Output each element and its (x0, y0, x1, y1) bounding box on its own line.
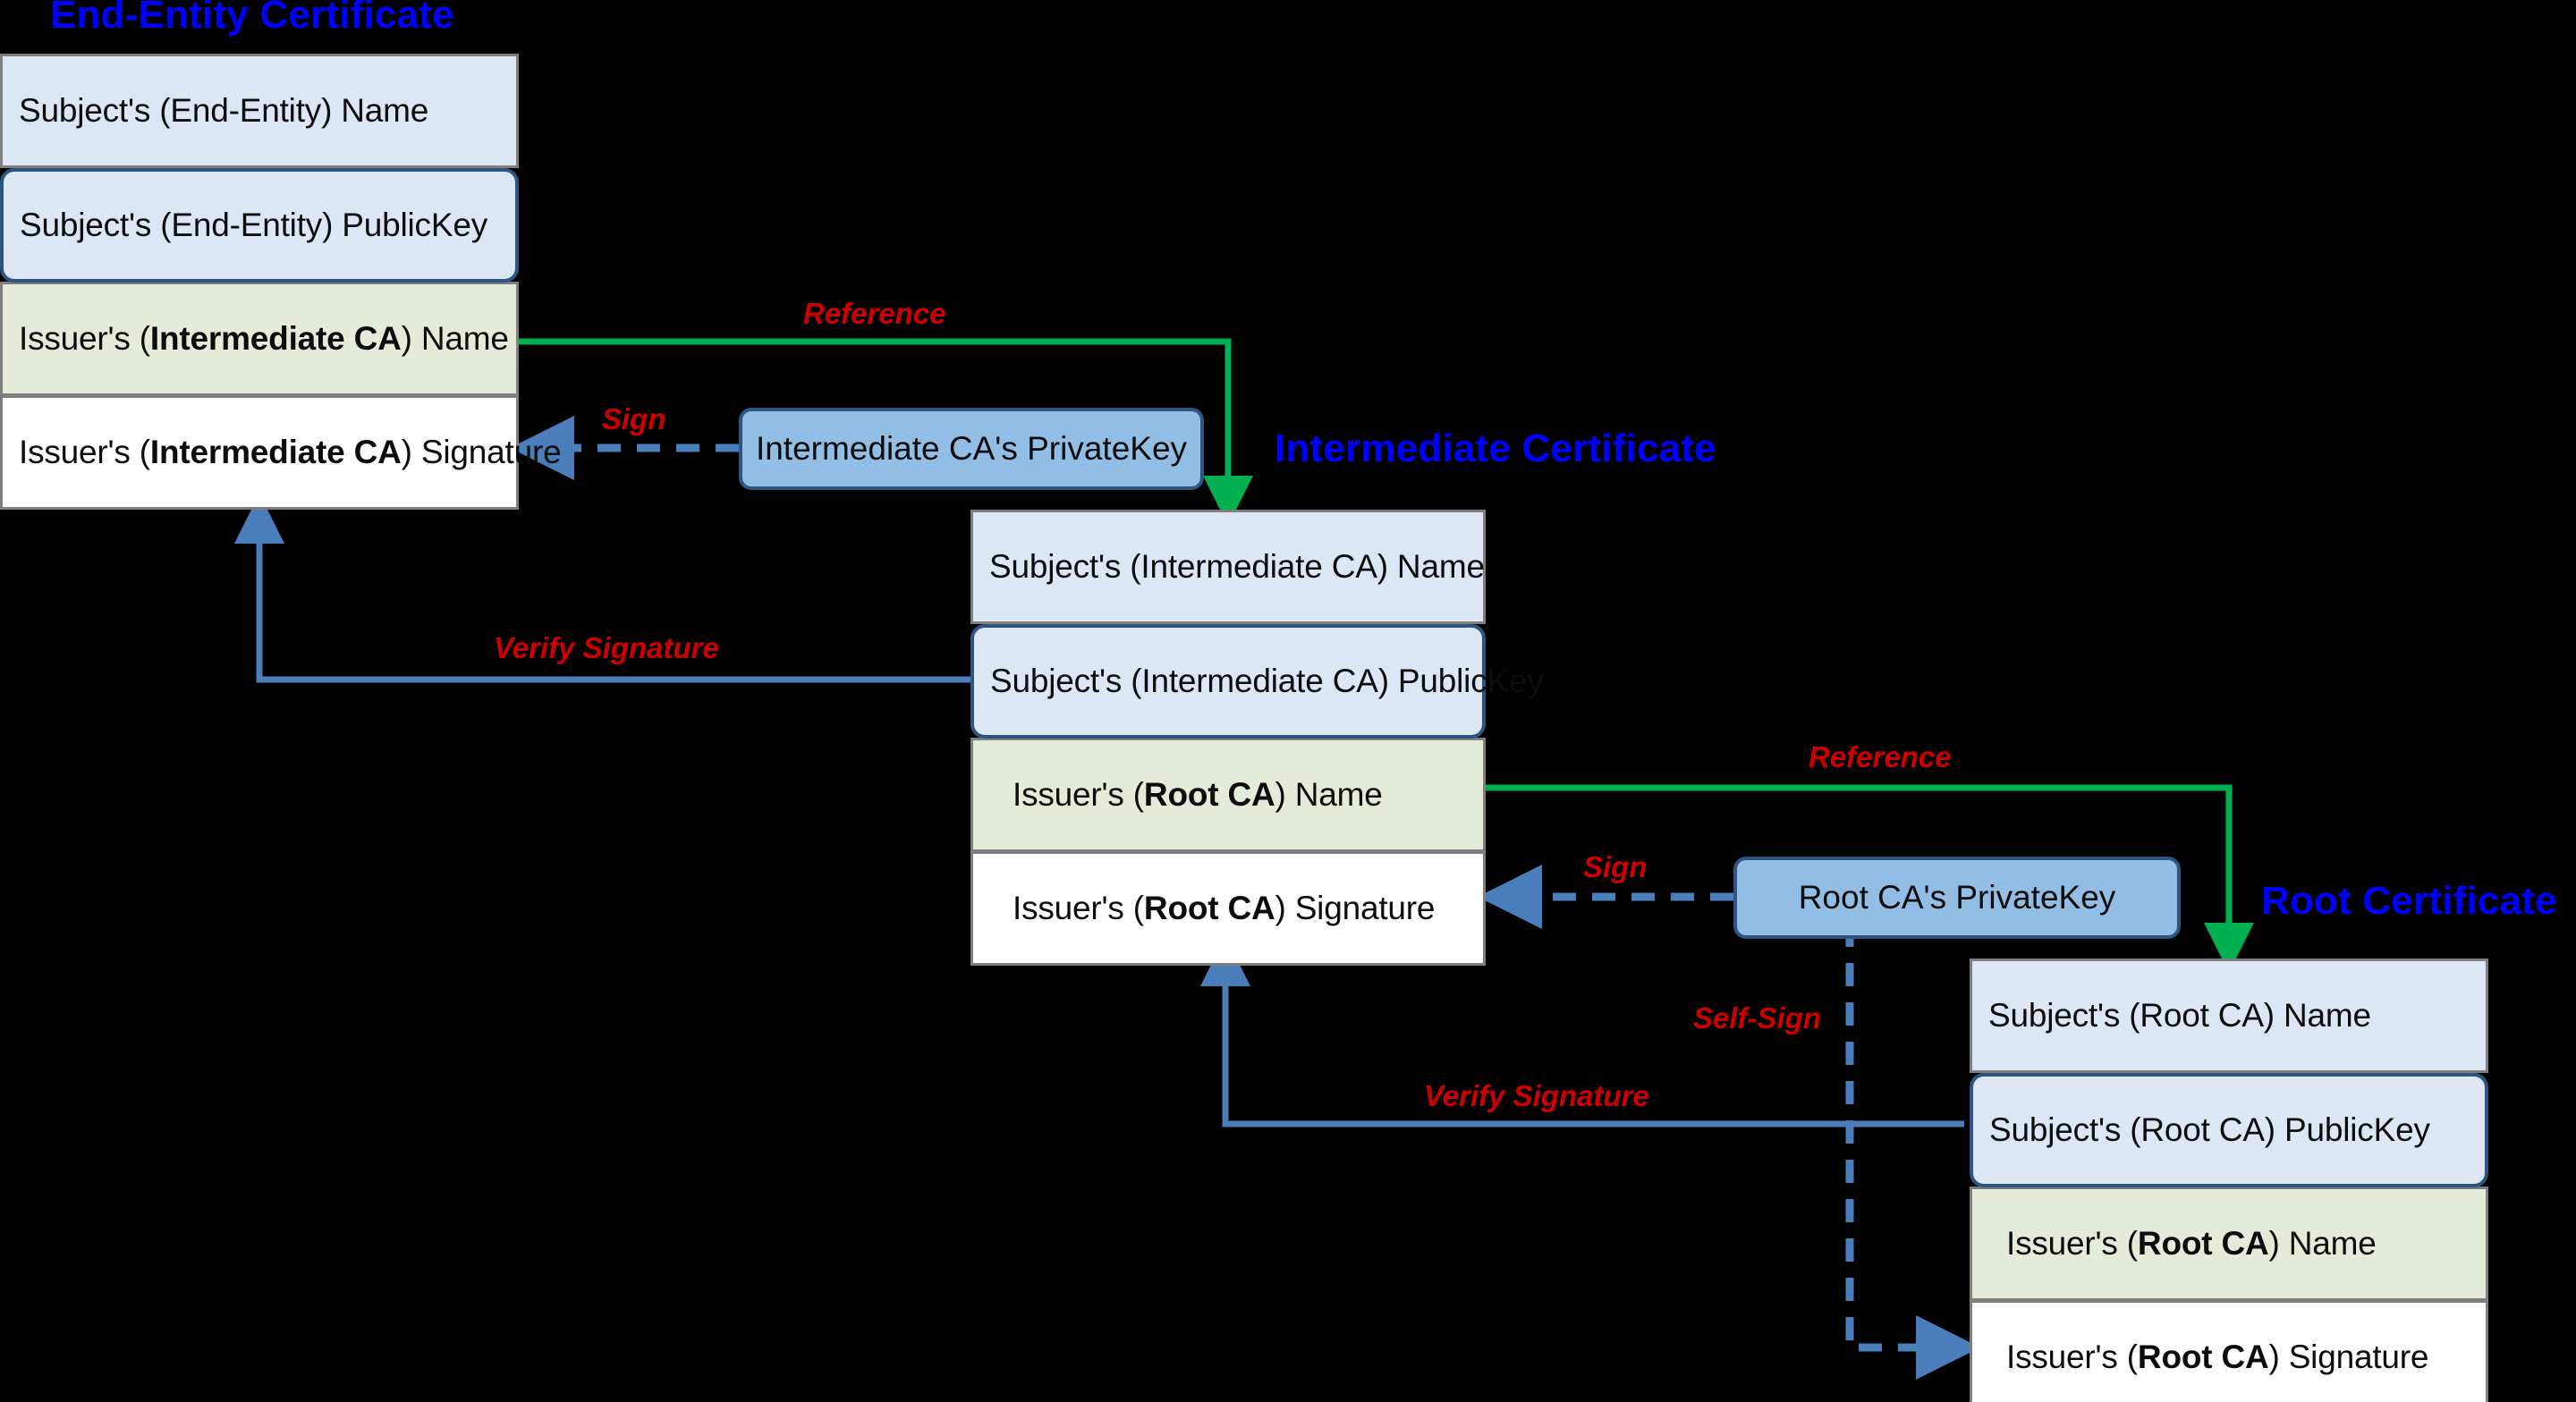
field-issuer-name: Issuer's (Root CA) Name (1970, 1187, 2488, 1301)
issuer-signature-strong: Root CA (1143, 890, 1275, 926)
edge-label-self-sign-root: Self-Sign (1693, 1001, 1822, 1035)
issuer-signature-suffix: ) Signature (401, 434, 562, 470)
edge-label-verify-int-to-ee: Verify Signature (494, 631, 719, 664)
field-issuer-signature: Issuer's (Root CA) Signature (970, 851, 1486, 966)
field-issuer-signature: Issuer's (Root CA) Signature (1970, 1300, 2488, 1402)
issuer-signature-prefix: Issuer's ( (1013, 890, 1144, 926)
issuer-name-prefix: Issuer's ( (2006, 1225, 2138, 1262)
field-issuer-name: Issuer's (Root CA) Name (970, 738, 1486, 852)
edge-label-verify-root-to-int: Verify Signature (1424, 1079, 1649, 1112)
issuer-signature-suffix: ) Signature (1275, 890, 1436, 926)
issuer-name-prefix: Issuer's ( (19, 320, 150, 357)
issuer-signature-prefix: Issuer's ( (19, 434, 150, 470)
title-intermediate-certificate: Intermediate Certificate (1275, 427, 1716, 470)
issuer-signature-prefix: Issuer's ( (2006, 1339, 2138, 1375)
privatekey-intermediate-ca: Intermediate CA's PrivateKey (739, 408, 1204, 490)
issuer-name-suffix: ) Name (1275, 776, 1383, 813)
field-subject-name: Subject's (End-Entity) Name (0, 54, 519, 168)
certificate-end-entity: Subject's (End-Entity) Name Subject's (E… (0, 54, 562, 510)
field-issuer-signature: Issuer's (Intermediate CA) Signature (0, 395, 562, 510)
issuer-name-strong: Root CA (1143, 776, 1275, 813)
edge-label-reference-int-to-root: Reference (1809, 740, 1952, 773)
edge-label-reference-ee-to-int: Reference (803, 297, 946, 330)
issuer-signature-suffix: ) Signature (2268, 1339, 2429, 1375)
title-end-entity-certificate: End-Entity Certificate (50, 0, 454, 37)
issuer-signature-strong: Root CA (2137, 1339, 2269, 1375)
certificate-intermediate: Subject's (Intermediate CA) Name Subject… (970, 510, 1544, 966)
field-subject-publickey: Subject's (Intermediate CA) PublicKey (970, 624, 1544, 739)
issuer-name-strong: Intermediate CA (149, 320, 402, 357)
field-subject-publickey: Subject's (End-Entity) PublicKey (0, 168, 519, 283)
certificate-root: Subject's (Root CA) Name Subject's (Root… (1970, 959, 2488, 1402)
field-subject-name: Subject's (Intermediate CA) Name (970, 510, 1486, 624)
field-subject-publickey: Subject's (Root CA) PublicKey (1970, 1073, 2488, 1187)
issuer-name-prefix: Issuer's ( (1013, 776, 1144, 813)
issuer-signature-strong: Intermediate CA (149, 434, 402, 470)
issuer-name-strong: Root CA (2137, 1225, 2269, 1262)
field-issuer-name: Issuer's (Intermediate CA) Name (0, 282, 519, 396)
edge-label-sign-root-to-int: Sign (1583, 850, 1648, 883)
title-root-certificate: Root Certificate (2261, 879, 2557, 923)
edge-self-sign-root (1845, 924, 1980, 1380)
issuer-name-suffix: ) Name (401, 320, 509, 357)
issuer-name-suffix: ) Name (2268, 1225, 2377, 1262)
privatekey-root-ca: Root CA's PrivateKey (1733, 857, 2181, 939)
field-subject-name: Subject's (Root CA) Name (1970, 959, 2488, 1073)
edge-label-sign-int-to-ee: Sign (602, 402, 666, 435)
